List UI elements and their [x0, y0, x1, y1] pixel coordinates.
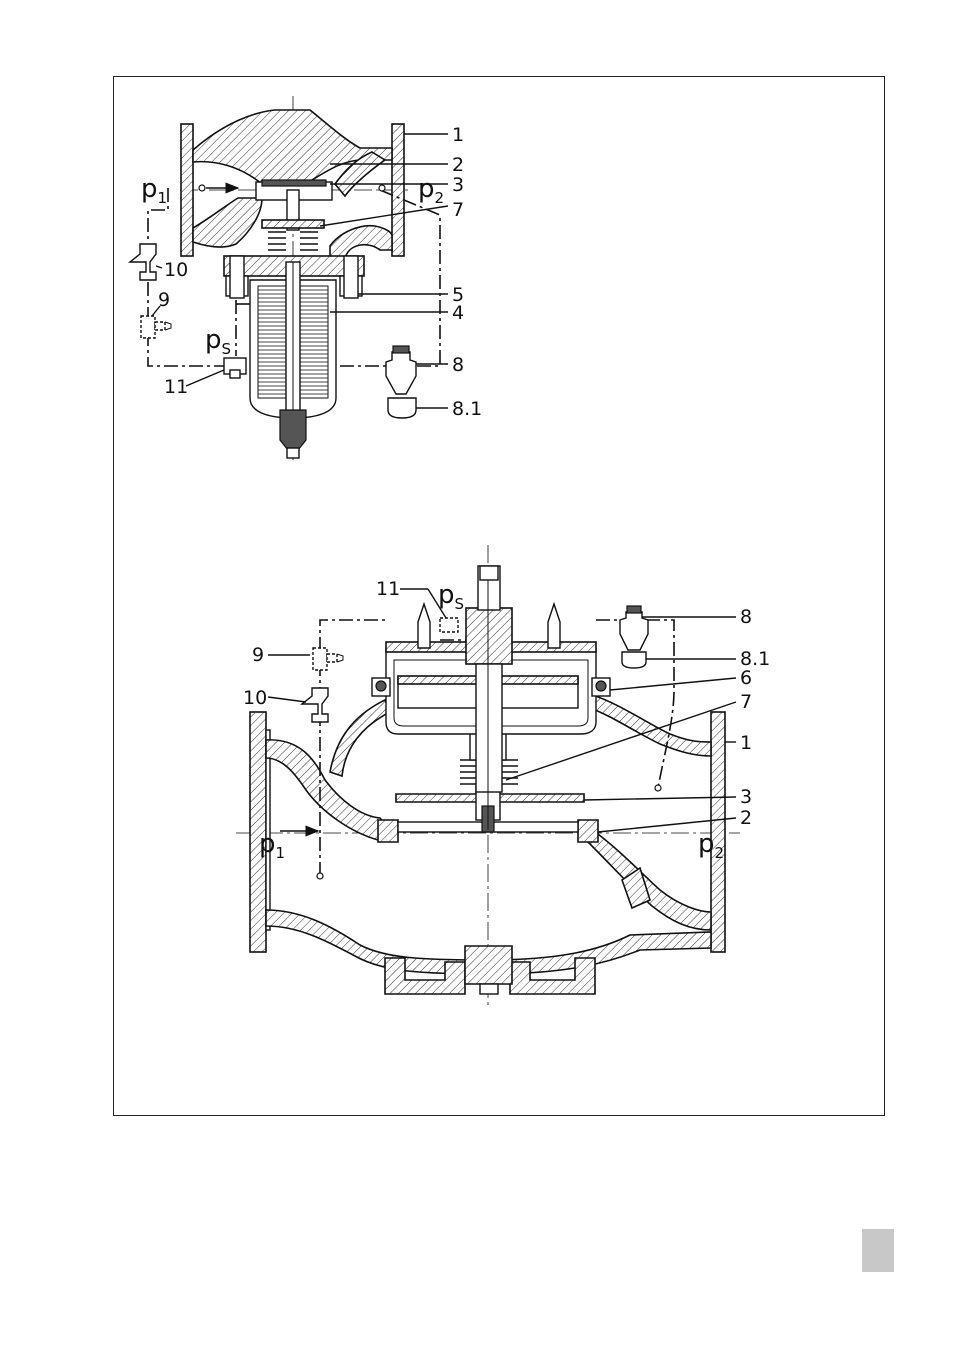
top-label-3: 3 — [452, 174, 464, 196]
bottom-p1-label: p1 — [259, 829, 285, 862]
top-label-1: 1 — [452, 124, 464, 146]
top-ps-label: pS — [205, 325, 231, 358]
top-label-4: 4 — [452, 302, 464, 324]
page-tab-marker — [862, 1229, 894, 1272]
bottom-label-9: 9 — [252, 644, 264, 666]
bottom-ps-label: pS — [438, 580, 464, 613]
top-label-8: 8 — [452, 354, 464, 376]
bottom-label-6: 6 — [740, 667, 752, 689]
top-label-7: 7 — [452, 199, 464, 221]
bottom-label-7: 7 — [740, 691, 752, 713]
top-label-11: 11 — [164, 376, 188, 398]
bottom-label-11: 11 — [376, 578, 400, 600]
bottom-label-8: 8 — [740, 606, 752, 628]
top-label-9: 9 — [158, 289, 170, 311]
bottom-label-1: 1 — [740, 732, 752, 754]
bottom-valve-drawing — [236, 545, 740, 1008]
top-label-2: 2 — [452, 154, 464, 176]
bottom-label-2: 2 — [740, 807, 752, 829]
top-label-8-1: 8.1 — [452, 398, 482, 420]
top-p1-label: p1 — [141, 174, 167, 207]
top-label-10: 10 — [164, 259, 188, 281]
top-p2-label: p2 — [418, 174, 444, 207]
bottom-label-3: 3 — [740, 786, 752, 808]
bottom-label-10: 10 — [243, 687, 267, 709]
